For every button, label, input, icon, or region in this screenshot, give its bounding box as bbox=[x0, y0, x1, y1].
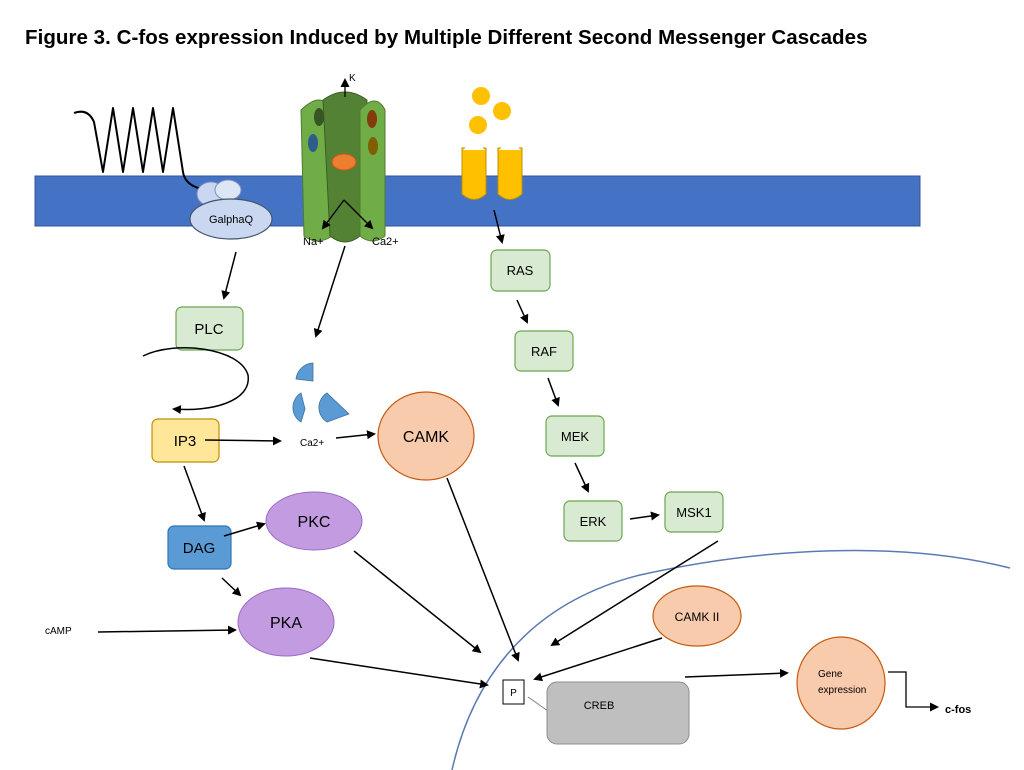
calcium-cytosol-label: Ca2+ bbox=[300, 438, 324, 449]
arrow-creb-gene bbox=[684, 668, 789, 678]
receptor-tyrosine-kinase-icon bbox=[461, 87, 523, 200]
arrow-pka-creb bbox=[309, 657, 489, 689]
arrow-mek-erk bbox=[574, 462, 590, 493]
ras-node: RAS bbox=[490, 249, 551, 292]
camk-label: CAMK bbox=[403, 429, 450, 446]
arrow-camk2-creb bbox=[533, 637, 663, 682]
ras-label: RAS bbox=[507, 263, 534, 278]
camk2-node: CAMK II bbox=[652, 585, 742, 647]
arrow-gene-cfos bbox=[888, 671, 939, 712]
figure-title: Figure 3. C-fos expression Induced by Mu… bbox=[25, 26, 868, 49]
ion-channel-icon bbox=[300, 91, 386, 243]
phospho-box: P bbox=[502, 679, 525, 705]
pkc-label: PKC bbox=[298, 514, 331, 531]
dag-node: DAG bbox=[167, 525, 232, 570]
gene-expression-label-line1: Gene bbox=[818, 669, 843, 680]
msk1-node: MSK1 bbox=[664, 491, 724, 533]
arrow-ip3-dag bbox=[183, 465, 206, 522]
arrow-receptor-ras bbox=[493, 209, 505, 244]
arrow-raf-mek bbox=[547, 377, 560, 407]
mek-label: MEK bbox=[561, 429, 590, 444]
galphaq-protein: GalphaQ bbox=[189, 179, 273, 240]
camp-label: cAMP bbox=[45, 626, 72, 637]
plc-node: PLC bbox=[175, 306, 244, 351]
calcium-ions-icon bbox=[292, 362, 350, 423]
creb-node: CREB bbox=[546, 681, 690, 745]
camk-node: CAMK bbox=[377, 391, 475, 481]
erk-label: ERK bbox=[580, 514, 607, 529]
dag-label: DAG bbox=[183, 540, 216, 557]
galphaq-label: GalphaQ bbox=[209, 214, 253, 226]
pkc-node: PKC bbox=[265, 491, 363, 551]
calcium-label: Ca2+ bbox=[372, 236, 399, 248]
mek-node: MEK bbox=[545, 415, 605, 457]
arrow-dag-pkc bbox=[223, 521, 266, 537]
raf-label: RAF bbox=[531, 344, 557, 359]
arrow-galphaq-plc bbox=[221, 251, 237, 300]
sodium-influx-arrow bbox=[321, 199, 345, 230]
phospho-creb-link bbox=[527, 696, 549, 712]
arrow-camk-creb bbox=[446, 477, 520, 662]
gene-expression-node: Gene expression bbox=[796, 636, 886, 730]
creb-label: CREB bbox=[584, 700, 615, 712]
arrow-channel-calcium bbox=[313, 245, 346, 338]
nuclear-envelope bbox=[451, 549, 1011, 770]
cfos-label: c-fos bbox=[945, 704, 971, 716]
pka-node: PKA bbox=[237, 587, 335, 657]
arrow-calcium-camk bbox=[335, 430, 376, 440]
arrow-msk1-creb bbox=[550, 540, 719, 647]
plc-ip3-loop-arrow bbox=[142, 347, 249, 415]
arrow-erk-msk1 bbox=[629, 511, 660, 521]
arrow-dag-pka bbox=[221, 577, 242, 597]
gpcr-receptor-icon bbox=[73, 107, 216, 191]
pathway-arrows bbox=[97, 209, 789, 689]
gene-expression-label-line2: expression bbox=[818, 685, 866, 696]
phospho-label: P bbox=[510, 688, 517, 699]
sodium-label: Na+ bbox=[303, 236, 324, 248]
camk2-label: CAMK II bbox=[675, 610, 720, 624]
msk1-label: MSK1 bbox=[676, 505, 711, 520]
calcium-influx-arrow bbox=[343, 199, 374, 230]
raf-node: RAF bbox=[514, 330, 574, 372]
arrow-ip3-calcium bbox=[204, 436, 282, 446]
arrow-camp-pka bbox=[97, 625, 237, 635]
arrow-pkc-creb bbox=[353, 550, 482, 654]
potassium-label: K bbox=[349, 73, 356, 84]
cell-membrane bbox=[34, 175, 921, 227]
arrow-ras-raf bbox=[516, 299, 529, 324]
plc-label: PLC bbox=[194, 321, 223, 338]
erk-node: ERK bbox=[563, 500, 623, 542]
pka-label: PKA bbox=[270, 615, 302, 632]
ip3-label: IP3 bbox=[174, 433, 197, 450]
